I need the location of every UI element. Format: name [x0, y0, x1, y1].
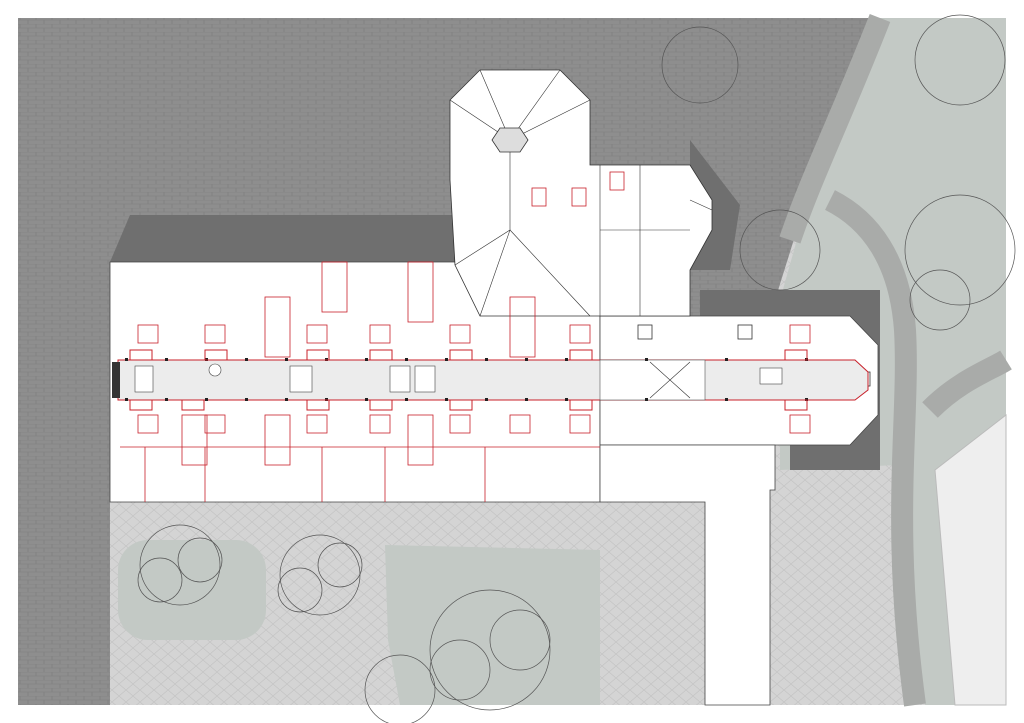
- entrance-path: [599, 444, 776, 706]
- lawn-patch-center: [385, 545, 600, 705]
- trees: [137, 14, 1016, 723]
- footpath: [779, 13, 1012, 707]
- floor-plan-strip: [112, 349, 869, 411]
- shadow-main: [110, 215, 455, 262]
- lawn-patch-left: [118, 540, 266, 640]
- shadow-wing: [700, 290, 880, 470]
- roof-panels: [120, 171, 811, 502]
- lantern-icon: [491, 127, 529, 153]
- paved-court: [934, 413, 1007, 706]
